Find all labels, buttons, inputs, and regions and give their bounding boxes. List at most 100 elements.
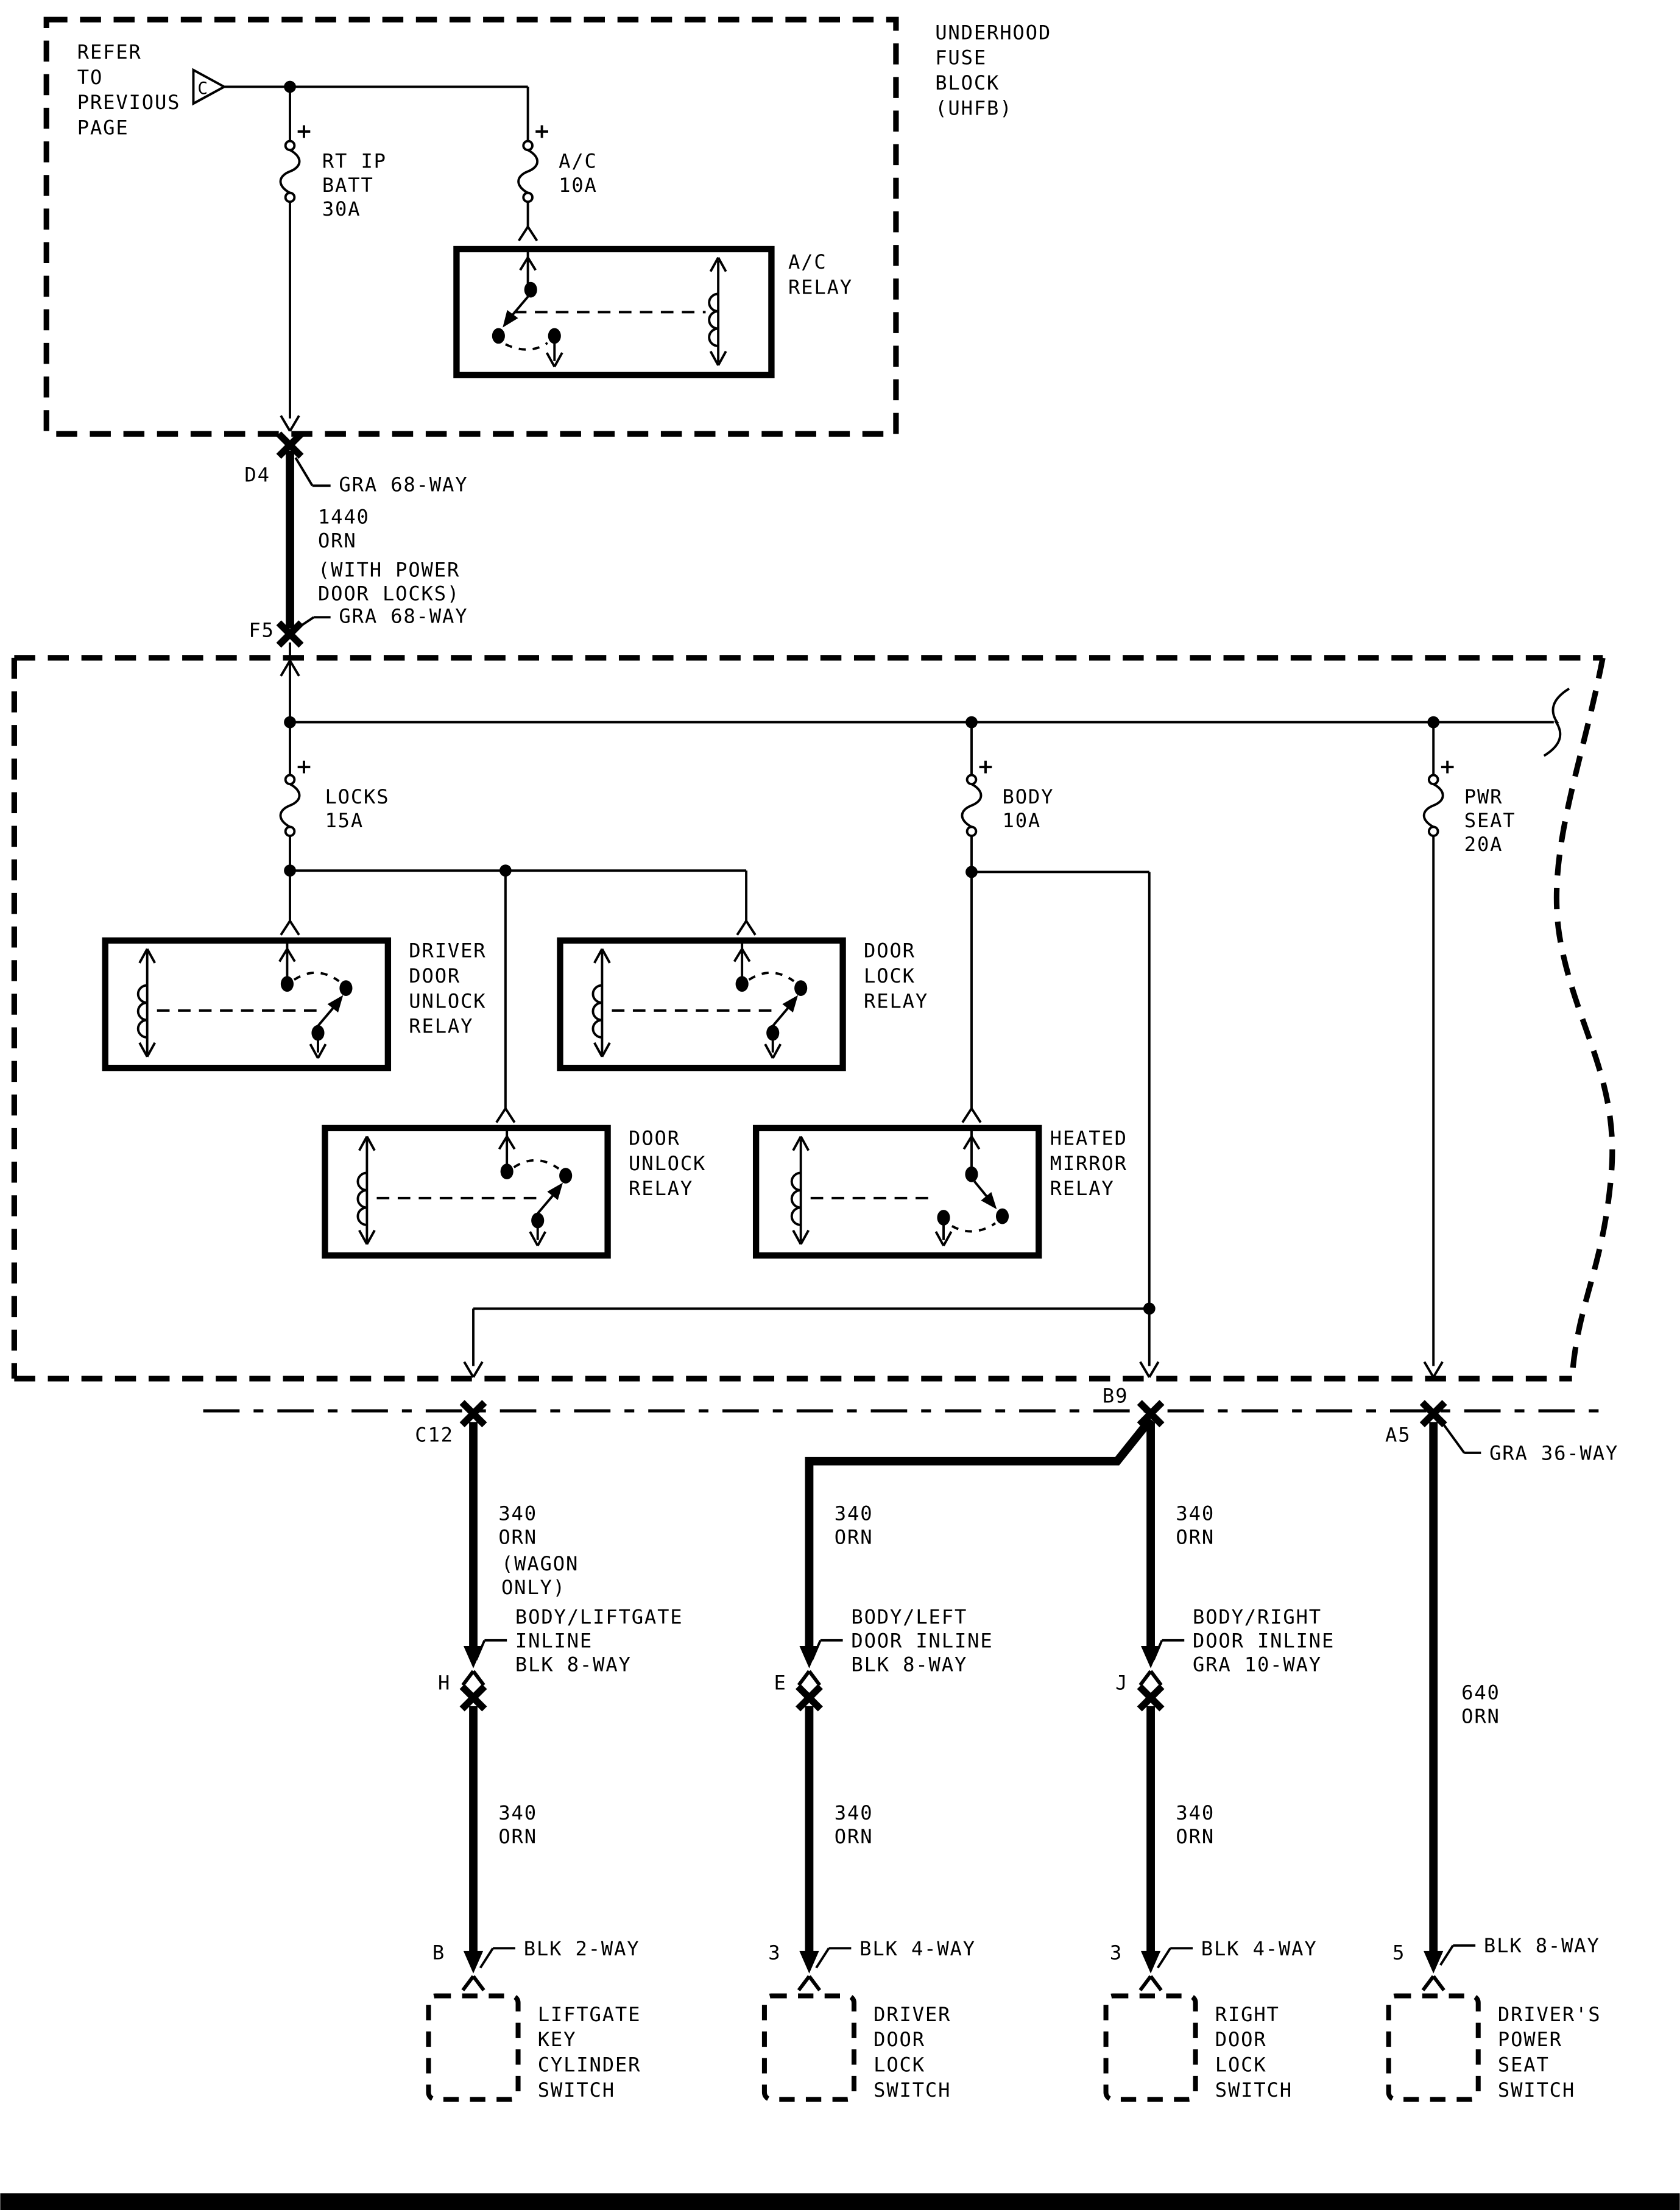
wire-arrow-icon bbox=[1423, 1951, 1444, 1990]
fuse-icon bbox=[279, 139, 301, 203]
relay-coil-icon bbox=[591, 947, 611, 1058]
wire-label: ORN bbox=[498, 1525, 537, 1548]
fuse-rt-ip-batt: RT IP BATT 30A bbox=[279, 86, 387, 432]
connector-gra68-label: GRA 68-WAY bbox=[339, 473, 468, 496]
inline-connector-label: BLK 8-WAY bbox=[515, 1653, 632, 1676]
connector-label: BLK 2-WAY bbox=[524, 1937, 640, 1960]
uhfb-title-line: UNDERHOOD bbox=[935, 21, 1051, 44]
switch-label: SEAT bbox=[1498, 2053, 1550, 2077]
switch-box-driver-door bbox=[761, 1993, 856, 2102]
switch-label: KEY bbox=[538, 2028, 577, 2051]
inline-connector-label: BODY/LIFTGATE bbox=[515, 1605, 683, 1628]
wire-label: 340 bbox=[835, 1801, 874, 1824]
connector-x-icon bbox=[462, 1687, 485, 1709]
wire-label: 340 bbox=[1176, 1801, 1215, 1824]
fuse-pwr-seat: PWR SEAT 20A bbox=[1422, 722, 1515, 1379]
fuse-label: 10A bbox=[1003, 809, 1042, 832]
relay-coil-icon bbox=[356, 1135, 376, 1246]
switch-label: LOCK bbox=[874, 2053, 925, 2077]
wire-label: (WAGON bbox=[501, 1552, 579, 1575]
pin-c12: C12 bbox=[415, 1424, 454, 1447]
switch-label: CYLINDER bbox=[538, 2053, 641, 2077]
connector-x-icon bbox=[1422, 1402, 1445, 1425]
connector-chevron-icon bbox=[961, 1107, 982, 1124]
relay-label: DRIVER bbox=[409, 939, 486, 962]
relay-label: A/C bbox=[788, 250, 827, 274]
pin-a5: A5 bbox=[1385, 1424, 1411, 1447]
wire-label: ONLY) bbox=[501, 1576, 566, 1599]
fuse-label: RT IP bbox=[322, 150, 387, 173]
plus-icon bbox=[296, 759, 312, 775]
connector-x-icon bbox=[462, 1402, 485, 1425]
wire-arrow-icon bbox=[799, 1951, 819, 1990]
wire-arrow-icon bbox=[1140, 1951, 1161, 1990]
switch-label: SWITCH bbox=[1498, 2078, 1575, 2102]
wire-label: 1440 bbox=[318, 505, 370, 528]
relay-label: RELAY bbox=[864, 989, 928, 1012]
wire-label: ORN bbox=[835, 1525, 874, 1548]
switch-box-liftgate bbox=[426, 1993, 521, 2102]
switch-label: LOCK bbox=[1215, 2053, 1267, 2077]
relay-label: RELAY bbox=[1050, 1177, 1115, 1200]
relay-label: RELAY bbox=[788, 276, 853, 299]
uhfb-title-line: FUSE bbox=[935, 46, 987, 69]
pin-3: 3 bbox=[1110, 1941, 1123, 1965]
page-connector-c-icon: C bbox=[192, 68, 227, 106]
pin-5: 5 bbox=[1392, 1941, 1405, 1965]
switch-label: POWER bbox=[1498, 2028, 1562, 2051]
pin-d4: D4 bbox=[244, 463, 270, 486]
relay-label: MIRROR bbox=[1050, 1152, 1128, 1175]
column-e: 340 ORN E BODY/LEFT DOOR INLINE BLK 8-WA… bbox=[761, 1416, 1154, 2102]
relay-label: DOOR bbox=[864, 939, 916, 962]
plus-icon bbox=[296, 124, 312, 139]
fuse-icon bbox=[279, 774, 301, 838]
underhood-fuse-block-border bbox=[43, 16, 899, 437]
column-j: B9 340 ORN J BODY/RIGHT DOOR INLINE GRA … bbox=[1103, 1384, 1333, 2102]
harness-d4-f5: D4 F5 GRA 68-WAY 1440 ORN (WITH POWER DO… bbox=[244, 434, 468, 658]
fuse-icon bbox=[517, 139, 539, 203]
switch-box-power-seat bbox=[1386, 1993, 1481, 2102]
relay-switch-icon bbox=[498, 1126, 574, 1247]
fuse-label: BATT bbox=[322, 174, 374, 197]
uhfb-title-line: (UHFB) bbox=[935, 96, 1012, 119]
wire-note: DOOR LOCKS) bbox=[318, 582, 460, 605]
relay-label: UNLOCK bbox=[629, 1152, 706, 1175]
fuse-body: BODY 10A bbox=[961, 722, 1053, 872]
relay-switch-icon bbox=[934, 1126, 1011, 1247]
switch-label: DRIVER'S bbox=[1498, 2003, 1601, 2026]
wire-label: 340 bbox=[498, 1801, 537, 1824]
inline-connector-label: GRA 10-WAY bbox=[1193, 1653, 1322, 1676]
relay-coil-icon bbox=[708, 256, 727, 367]
inline-connector-label: BODY/RIGHT bbox=[1193, 1605, 1322, 1628]
plus-icon bbox=[534, 124, 549, 139]
relay-switch-icon bbox=[733, 939, 809, 1059]
inline-connector-label: INLINE bbox=[515, 1629, 593, 1652]
relay-box bbox=[322, 1124, 611, 1259]
switch-label: DOOR bbox=[1215, 2028, 1267, 2051]
inline-connector-label: BODY/LEFT bbox=[851, 1605, 967, 1628]
pin-e: E bbox=[774, 1671, 786, 1694]
wire-label: ORN bbox=[1461, 1704, 1500, 1728]
relay-ac: A/C RELAY bbox=[453, 245, 853, 378]
uhfb-title-line: BLOCK bbox=[935, 71, 1000, 94]
wire-label: ORN bbox=[1176, 1525, 1215, 1548]
pin-b9: B9 bbox=[1103, 1384, 1128, 1407]
page-bottom-bar bbox=[0, 2193, 1680, 2210]
fuse-icon bbox=[961, 774, 983, 838]
switch-label: LIFTGATE bbox=[538, 2003, 641, 2026]
pin-f5: F5 bbox=[249, 618, 274, 641]
connector-x-icon bbox=[1140, 1687, 1162, 1709]
fuse-locks: LOCKS 15A bbox=[279, 722, 389, 871]
wire-label: ORN bbox=[835, 1825, 874, 1848]
fuse-label: 30A bbox=[322, 197, 361, 221]
fuse-label: 20A bbox=[1464, 833, 1503, 856]
wire-break-icon bbox=[1551, 687, 1570, 725]
relay-label: RELAY bbox=[409, 1015, 473, 1038]
relay-door-unlock: DOOR UNLOCK RELAY bbox=[322, 1124, 706, 1259]
fuse-label: A/C bbox=[559, 150, 598, 173]
fuse-label: 10A bbox=[559, 174, 598, 197]
relay-box bbox=[557, 937, 846, 1071]
plus-icon bbox=[978, 759, 994, 775]
relay-driver-door-unlock: DRIVER DOOR UNLOCK RELAY bbox=[102, 937, 486, 1071]
